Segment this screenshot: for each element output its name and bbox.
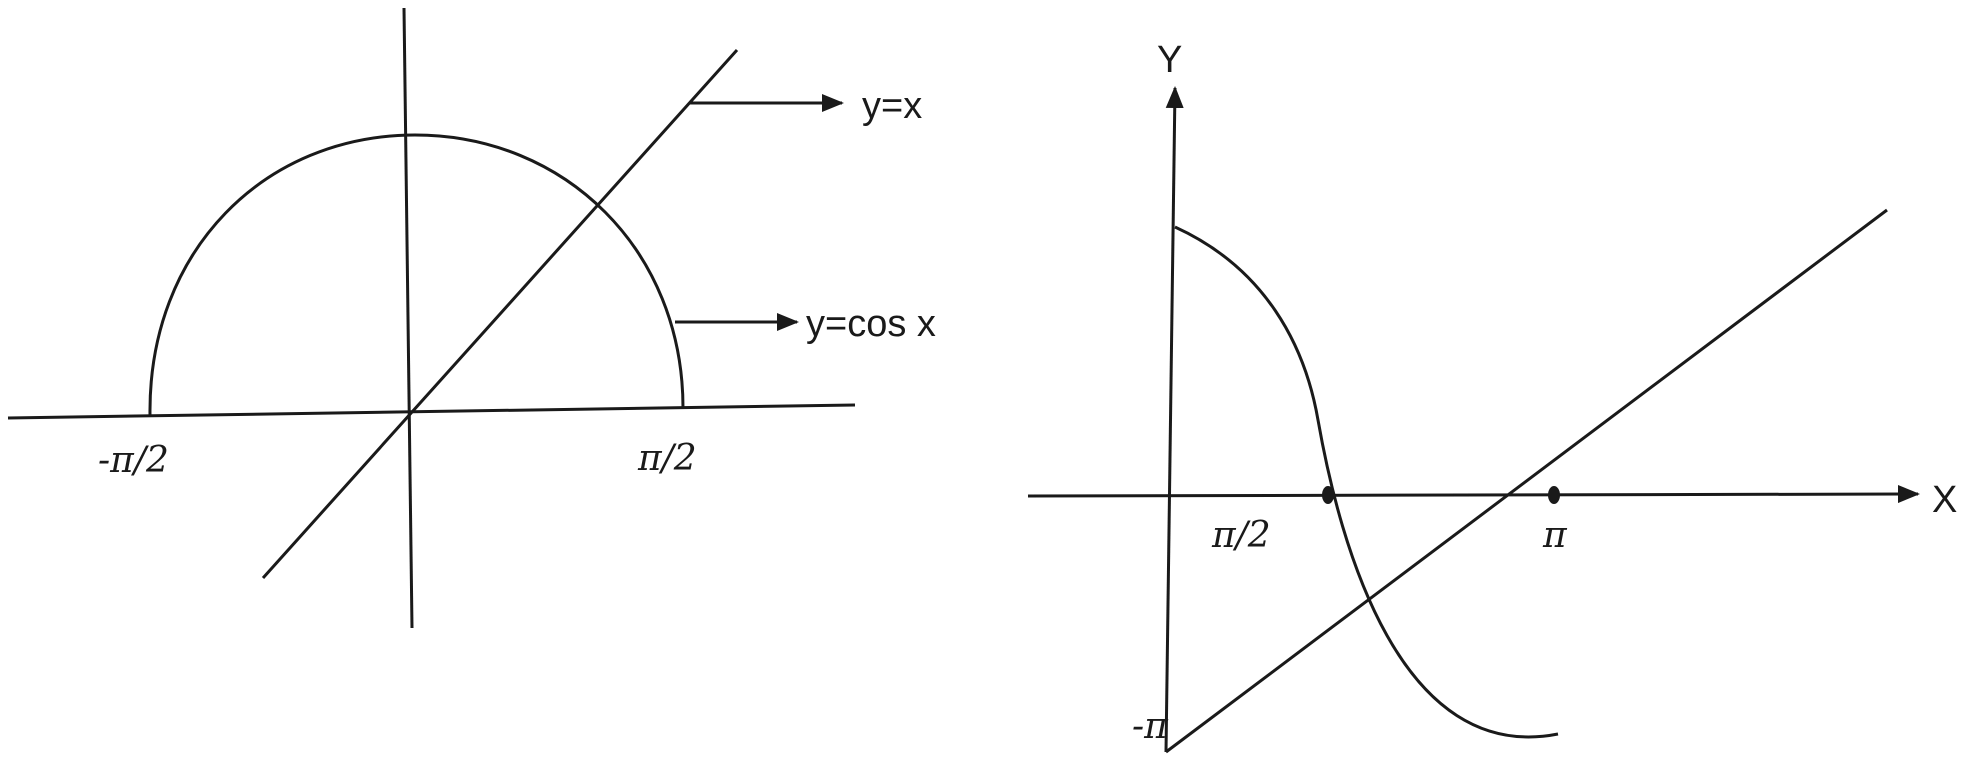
left-y-axis xyxy=(402,7,414,629)
tick-neg-pi: -π xyxy=(1132,706,1169,747)
semicircle-curve xyxy=(148,133,685,416)
tick-half-pi-right: π/2 xyxy=(1211,515,1271,556)
x-axis-label: X xyxy=(1932,479,1957,521)
tick-neg-half-pi: -π/2 xyxy=(98,440,169,481)
tick-half-pi: π/2 xyxy=(637,438,697,479)
line-y-equals-x-right xyxy=(1165,208,1888,754)
intersection-point-half-pi xyxy=(1322,486,1334,504)
label-y-equals-x: y=x xyxy=(862,85,922,127)
cos-curve-right xyxy=(1174,225,1559,739)
right-figure: Y X π/2 π -π xyxy=(1027,39,1957,754)
line-y-equals-x xyxy=(261,48,739,580)
tick-pi: π xyxy=(1542,515,1568,556)
left-x-axis xyxy=(7,403,856,420)
left-figure: y=x y=cos x -π/2 π/2 xyxy=(7,7,936,629)
intersection-point-pi xyxy=(1548,486,1560,504)
right-y-axis xyxy=(1164,86,1184,753)
label-y-equals-cos-x: y=cos x xyxy=(806,303,936,345)
y-axis-label: Y xyxy=(1157,39,1182,81)
right-x-axis xyxy=(1027,485,1920,504)
